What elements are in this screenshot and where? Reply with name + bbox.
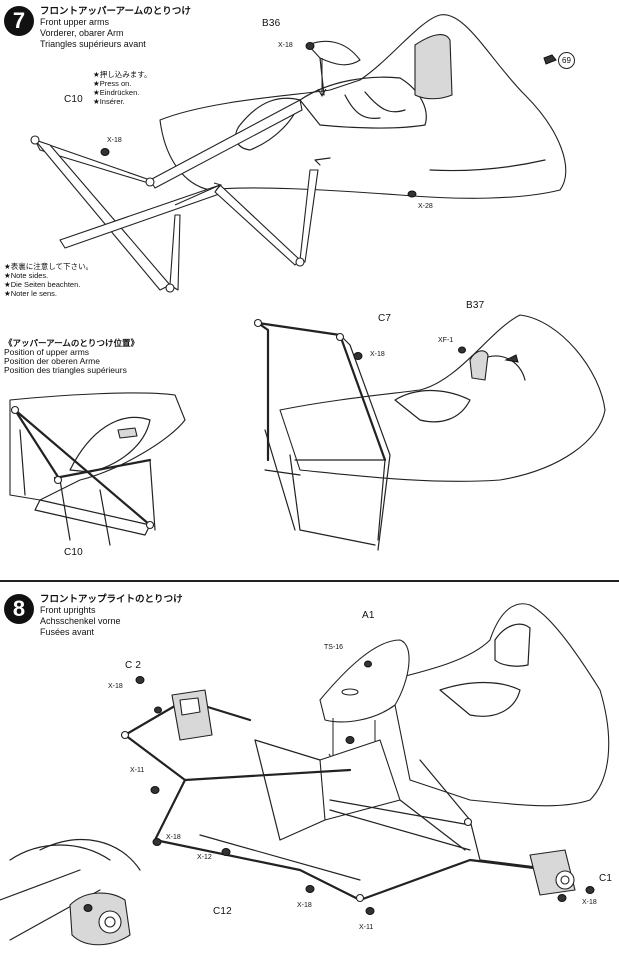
sides-note-line: ★表裏に注意して下さい。 (4, 262, 93, 271)
part-label-c10: C10 (64, 94, 83, 105)
section-divider (0, 580, 619, 582)
press-note-line: ★Insérer. (93, 97, 125, 106)
screw-label-x28: X-28 (418, 203, 433, 210)
screw-label-x18: X-18 (108, 683, 123, 690)
paint-label-xf1: XF-1 (438, 337, 454, 344)
step7-title-de: Vorderer, obarer Arm (40, 28, 124, 38)
part-label-c12: C12 (213, 906, 232, 917)
screw-label-x11: X-11 (130, 767, 145, 774)
step7-title-fr: Triangles supérieurs avant (40, 39, 146, 49)
step8-screws (150, 736, 595, 915)
step-number-badge: 7 (4, 6, 34, 36)
step8-title-de: Achsschenkel vorne (40, 616, 121, 626)
step8-title-fr: Fusées avant (40, 627, 95, 637)
step7-title-jp: フロントアッパーアームのとりつけ (40, 6, 191, 17)
step7-c7-assembly (253, 314, 606, 551)
step8-title-en: Front uprights (40, 605, 96, 615)
position-title-jp: 《アッパーアームのとりつけ位置》 (4, 338, 139, 348)
step7-c10-arm-top (30, 99, 319, 293)
sides-note-line: ★Die Seiten beachten. (4, 280, 81, 289)
screw-label-ts16: TS-16 (324, 644, 344, 651)
press-note-line: ★Press on. (93, 79, 132, 88)
note-sides-note: ★表裏に注意して下さい。 ★Note sides. ★Die Seiten be… (4, 262, 93, 298)
step-number-badge: 8 (4, 594, 34, 624)
part-label-a1: A1 (362, 610, 375, 621)
screw-label-x12: X-12 (197, 854, 212, 861)
step7-position-diagram (9, 392, 186, 546)
position-title-fr: Position des triangles supérieurs (4, 365, 127, 375)
part-label-b37: B37 (466, 300, 485, 311)
step8-c2-upright (135, 676, 213, 741)
position-title-en: Position of upper arms (4, 347, 90, 357)
step8-title-jp: フロントアップライトのとりつけ (40, 594, 183, 605)
screw-label-x18: X-18 (278, 42, 293, 49)
screw-label-x18: X-18 (582, 899, 597, 906)
step7-b36-part (305, 40, 361, 98)
press-note-line: ★Eindrücken. (93, 88, 140, 97)
position-title-de: Position der oberen Arme (4, 356, 100, 366)
part-label-c2: C 2 (125, 660, 142, 671)
part-label-c7: C7 (378, 313, 392, 324)
step7-title-en: Front upper arms (40, 17, 110, 27)
position-title-block: 《アッパーアームのとりつけ位置》 Position of upper arms … (4, 339, 139, 375)
screw-label-x18: X-18 (166, 834, 181, 841)
press-on-note: ★押し込みます。 ★Press on. ★Eindrücken. ★Insére… (93, 70, 151, 106)
reference-number-69: 69 (558, 52, 575, 69)
part-label-c10: C10 (64, 547, 83, 558)
step8-c1-upright (529, 849, 576, 902)
screw-label-x11: X-11 (359, 924, 374, 931)
screw-label-x18: X-18 (297, 902, 312, 909)
part-label-b36: B36 (262, 18, 281, 29)
screw-label-x18: X-18 (107, 137, 122, 144)
step8-car-body (389, 603, 610, 807)
step7-car-body (159, 14, 567, 199)
step7-title-block: フロントアッパーアームのとりつけ Front upper arms Vorder… (40, 6, 191, 50)
sides-note-line: ★Note sides. (4, 271, 49, 280)
sides-note-line: ★Noter le sens. (4, 289, 57, 298)
step8-title-block: フロントアップライトのとりつけ Front uprights Achsschen… (40, 594, 183, 638)
step8-a1-part (319, 639, 410, 773)
press-note-line: ★押し込みます。 (93, 70, 152, 79)
screw-label-x18: X-18 (370, 351, 385, 358)
step8-detail-inset (0, 839, 141, 946)
part-label-c1: C1 (599, 873, 613, 884)
